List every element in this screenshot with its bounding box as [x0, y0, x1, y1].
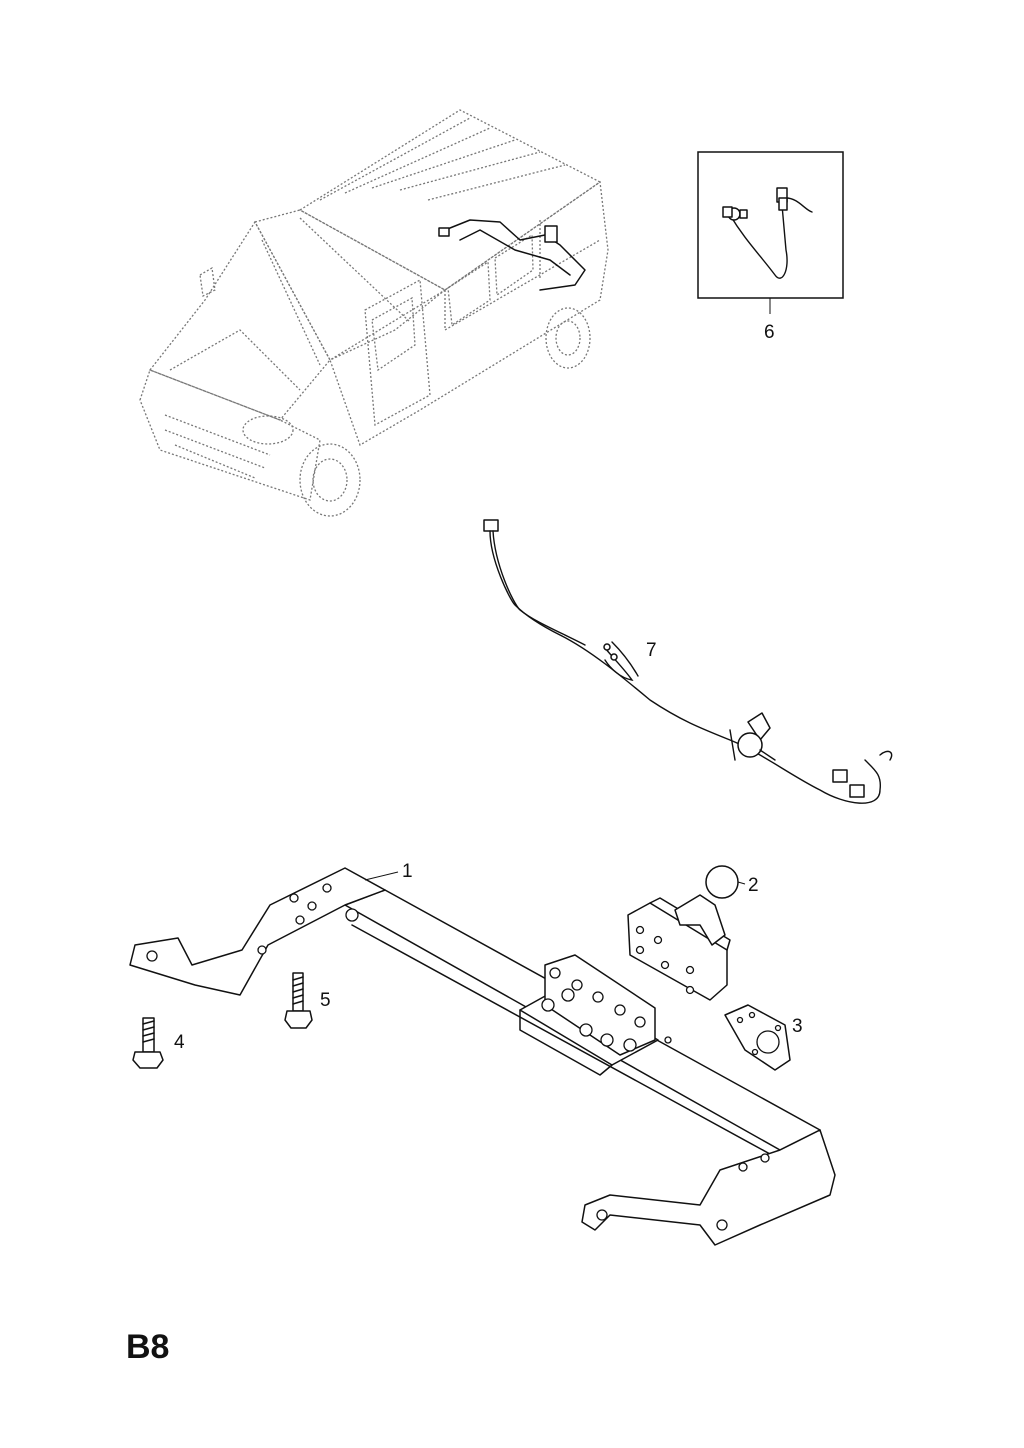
van-outline-icon [139, 109, 609, 517]
callout-1: 1 [402, 861, 413, 882]
page-code: B8 [126, 1328, 170, 1366]
callout-2: 2 [748, 875, 759, 896]
callout-4: 4 [174, 1032, 185, 1053]
bolt-icon [132, 1017, 164, 1069]
callout-6: 6 [764, 322, 775, 343]
plate-gasket-icon [724, 1004, 791, 1071]
bolt-icon [284, 972, 313, 1029]
wiring-harness-inset [697, 151, 844, 314]
callout-7: 7 [646, 640, 657, 661]
wiring-harness-icon [483, 519, 893, 804]
callout-5: 5 [320, 990, 331, 1011]
callout-3: 3 [792, 1016, 803, 1037]
tow-bar-frame-icon [129, 867, 836, 1246]
tow-ball-icon [627, 865, 746, 1001]
